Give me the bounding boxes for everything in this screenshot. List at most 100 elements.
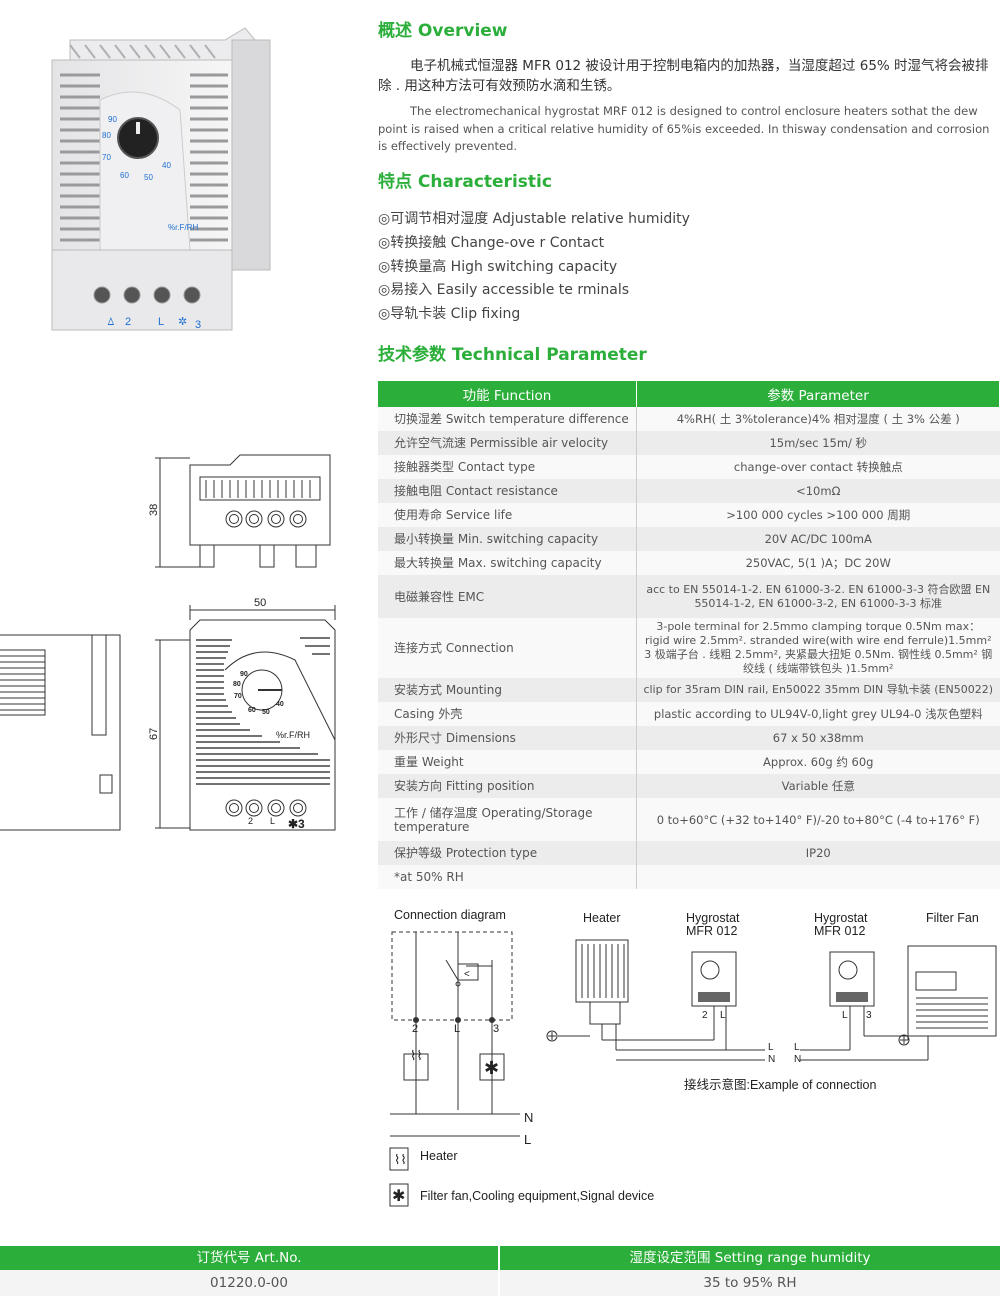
dim-dial-tick: 60	[248, 707, 256, 714]
overview-title: 概述 Overview	[378, 21, 508, 41]
spec-function: 连接方式 Connection	[378, 618, 637, 678]
product-dial-tick: 90	[108, 115, 117, 124]
technical-title: 技术参数 Technical Parameter	[378, 345, 647, 365]
spec-function: 重量 Weight	[378, 750, 637, 774]
hyg1-terminal-label: 2	[702, 1010, 708, 1021]
product-unit-label: %r.F/RH	[168, 223, 198, 232]
table-row: *at 50% RH	[378, 865, 1000, 889]
line-n-label: N	[794, 1054, 801, 1065]
dim-terminal-label: L	[270, 816, 275, 826]
feature-item: ◎转换接触 Change-ove r Contact	[378, 235, 605, 251]
spec-function: 接触电阻 Contact resistance	[378, 479, 637, 503]
dim-dial-tick: 90	[240, 671, 248, 678]
spec-value: <10mΩ	[636, 479, 1000, 503]
spec-value: 4%RH( 土 3%tolerance)4% 相对湿度 ( 土 3% 公差 )	[636, 407, 1000, 431]
spec-value: IP20	[636, 841, 1000, 865]
hygrostat2-model: MFR 012	[814, 924, 865, 938]
spec-value: 3-pole terminal for 2.5mmo clamping torq…	[636, 618, 1000, 678]
spec-value: 15m/sec 15m/ 秒	[636, 431, 1000, 455]
terminal-3-label: 3	[493, 1023, 499, 1035]
spec-function: 电磁兼容性 EMC	[378, 575, 637, 618]
order-table: 订货代号 Art.No. 湿度设定范围 Setting range humidi…	[0, 1246, 1000, 1296]
spec-value: 20V AC/DC 100mA	[636, 527, 1000, 551]
spec-value	[636, 865, 1000, 889]
product-dial-tick: 70	[102, 153, 111, 162]
bus-n-label: N	[524, 1110, 533, 1125]
dim-height-front: 67	[148, 728, 160, 740]
table-row: 接触电阻 Contact resistance<10mΩ	[378, 479, 1000, 503]
dim-dial-tick: 40	[276, 701, 284, 708]
dim-dial-tick: 80	[233, 681, 241, 688]
line-l-label: L	[794, 1042, 800, 1053]
dim-terminal-label: ✱3	[288, 817, 305, 831]
spec-function: 保护等级 Protection type	[378, 841, 637, 865]
product-dial-tick: 80	[102, 131, 111, 140]
feature-item: ◎转换量高 High switching capacity	[378, 259, 618, 275]
spec-function: 工作 / 储存温度 Operating/Storage temperature	[378, 798, 637, 841]
spec-function: 最大转换量 Max. switching capacity	[378, 551, 637, 575]
spec-value: plastic according to UL94V-0,light grey …	[636, 702, 1000, 726]
order-artno-value: 01220.0-00	[0, 1270, 498, 1296]
table-row: 使用寿命 Service life>100 000 cycles >100 00…	[378, 503, 1000, 527]
order-header-artno: 订货代号 Art.No.	[0, 1246, 498, 1270]
hyg1-terminal-label: L	[720, 1010, 726, 1021]
hyg2-terminal-label: 3	[866, 1010, 872, 1021]
connection-diagram: ⌇⌇ ✱ < ⌇⌇ ✱ Connection diagram 2 L 3 N L…	[389, 908, 997, 1207]
dim-terminal-label: 2	[248, 816, 253, 826]
spec-value: change-over contact 转换触点	[636, 455, 1000, 479]
spec-value: Variable 任意	[636, 774, 1000, 798]
hygrostat1-model: MFR 012	[686, 924, 737, 938]
overview-cn-text: 电子机械式恒湿器 MFR 012 被设计用于控制电箱内的加热器，当湿度超过 65…	[378, 58, 989, 94]
order-range-value: 35 to 95% RH	[500, 1270, 1000, 1296]
hyg2-terminal-label: L	[842, 1010, 848, 1021]
hygro-sensor-icon: <	[464, 969, 470, 980]
line-l-label: L	[768, 1042, 774, 1053]
fan-icon: ✱	[484, 1058, 499, 1078]
spec-function: Casing 外壳	[378, 702, 637, 726]
spec-function: 外形尺寸 Dimensions	[378, 726, 637, 750]
heater-label: Heater	[583, 911, 621, 925]
spec-table: 功能 Function 参数 Parameter 切换湿差 Switch tem…	[378, 381, 1000, 889]
spec-function: 安装方式 Mounting	[378, 678, 637, 702]
dim-dial-tick: 50	[262, 709, 270, 716]
spec-function: 切换湿差 Switch temperature difference	[378, 407, 637, 431]
spec-value: >100 000 cycles >100 000 周期	[636, 503, 1000, 527]
product-terminal-label: L	[158, 316, 164, 328]
heater-coil-icon: ⌇⌇	[410, 1048, 423, 1063]
dim-height-side: 38	[148, 504, 160, 516]
spec-function: 安装方向 Fitting position	[378, 774, 637, 798]
spec-value: acc to EN 55014-1-2. EN 61000-3-2. EN 61…	[636, 575, 1000, 618]
characteristic-title: 特点 Characteristic	[378, 172, 552, 192]
product-dial-tick: 50	[144, 173, 153, 182]
spec-value: Approx. 60g 约 60g	[636, 750, 1000, 774]
dim-dial-tick: 70	[234, 693, 242, 700]
line-n-label: N	[768, 1054, 775, 1065]
overview-en-text: The electromechanical hygrostat MRF 012 …	[378, 104, 990, 153]
hygrostat2-label: Hygrostat	[814, 911, 868, 925]
hygrostat1-label: Hygrostat	[686, 911, 740, 925]
product-terminal-label: 2	[125, 316, 131, 328]
product-photo: 90 80 70 60 50 40 %r.F/RH 2 L 3 ꕔ ✲	[51, 27, 271, 331]
product-dial-tick: 40	[162, 161, 171, 170]
spec-value: 67 x 50 x38mm	[636, 726, 1000, 750]
terminal-l-label: L	[454, 1023, 460, 1035]
feature-item: ◎导轨卡装 Clip fixing	[378, 306, 521, 322]
spec-function: *at 50% RH	[378, 865, 637, 889]
feature-item: ◎可调节相对湿度 Adjustable relative humidity	[378, 211, 690, 227]
filter-fan-label: Filter Fan	[926, 911, 979, 925]
feature-item: ◎易接入 Easily accessible te rminals	[378, 282, 630, 298]
spec-header-function: 功能 Function	[378, 381, 637, 407]
